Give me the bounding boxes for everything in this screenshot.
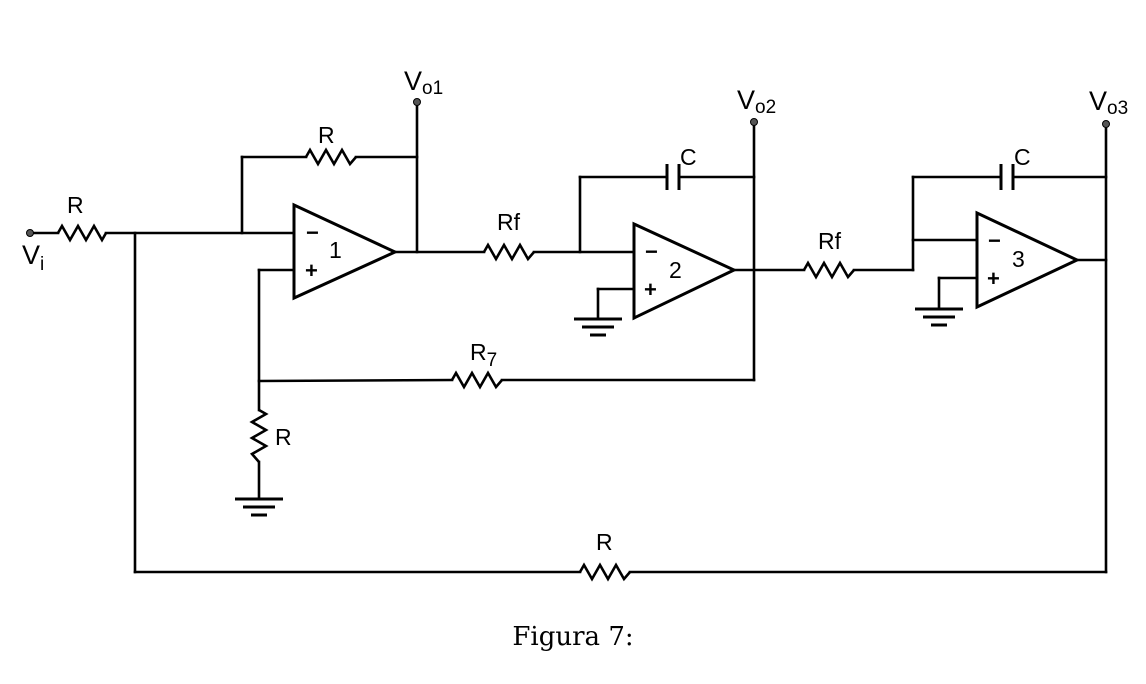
opamp3-number: 3 [1012, 246, 1025, 272]
terminal-vi [26, 229, 34, 237]
wire-r7-left [257, 378, 454, 383]
resistor-bottom [578, 562, 631, 582]
opamp3-plus: + [987, 266, 1000, 291]
ground-symbol-opamp2 [574, 317, 622, 337]
label-c-stage2: C [680, 144, 697, 170]
opamp-3 [975, 210, 1081, 310]
label-r-bottom: R [596, 529, 613, 555]
label-vo3: Vo3 [1089, 86, 1128, 119]
label-rf1: Rf [497, 209, 521, 235]
opamp2-plus: + [644, 277, 657, 302]
opamp-1 [292, 202, 399, 301]
resistor-ground [249, 408, 269, 463]
resistor-r7 [450, 370, 503, 390]
ground-symbol-resistor [235, 497, 283, 517]
label-vi: Vi [22, 240, 44, 275]
wires [28, 100, 1108, 574]
capacitor-stage3 [999, 164, 1015, 190]
resistor-rf1 [482, 242, 535, 262]
capacitor-stage2 [665, 164, 681, 190]
label-rf2: Rf [818, 228, 842, 254]
opamp1-minus: − [306, 220, 319, 245]
opamp2-minus: − [645, 239, 658, 264]
opamp2-number: 2 [669, 257, 682, 283]
opamp1-plus: + [305, 258, 318, 283]
label-vo2: Vo2 [737, 85, 776, 118]
label-r7: R7 [470, 339, 497, 371]
opamp-2 [632, 221, 738, 321]
resistor-rf2 [802, 260, 855, 280]
figure-caption: Figura 7: [512, 622, 634, 652]
resistor-input [56, 223, 108, 243]
resistors [56, 147, 855, 582]
opamp3-minus: − [988, 228, 1001, 253]
circuit-diagram: Vi Vo1 Vo2 Vo3 R R Rf Rf C C R7 R R − + … [22, 66, 1128, 582]
terminal-vo1 [413, 98, 421, 106]
terminal-vo2 [750, 118, 758, 126]
terminal-vo3 [1102, 120, 1110, 128]
label-r-ground: R [275, 424, 292, 450]
label-vo1: Vo1 [404, 66, 443, 99]
resistor-feedback1 [304, 147, 357, 167]
opamp1-number: 1 [329, 237, 342, 263]
label-r-input: R [67, 192, 84, 218]
label-r-feedback1: R [318, 122, 335, 148]
ground-symbol-opamp3 [915, 307, 963, 327]
label-c-stage3: C [1014, 144, 1031, 170]
